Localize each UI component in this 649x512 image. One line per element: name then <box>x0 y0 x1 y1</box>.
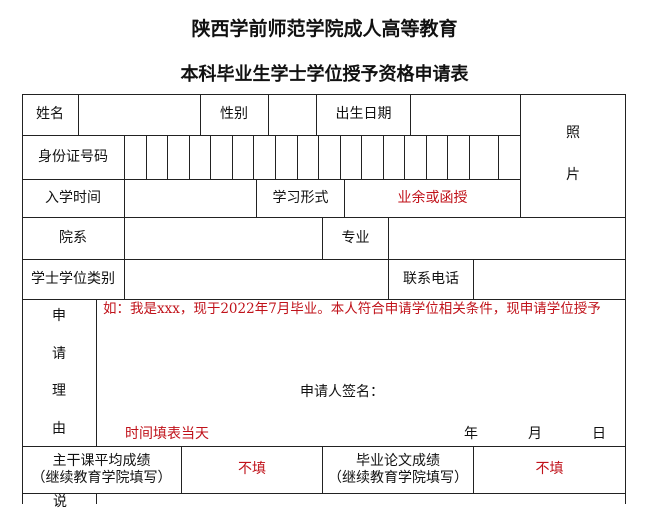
col-line <box>344 179 345 218</box>
enroll-time-label: 入学时间 <box>45 189 101 206</box>
col-line <box>316 94 317 136</box>
thesis-score-label: 毕业论文成绩 （继续教育学院填写） <box>323 447 473 493</box>
id-box-line <box>318 135 319 180</box>
id-box-line <box>275 135 276 180</box>
col-line <box>124 217 125 260</box>
id-box-line <box>426 135 427 180</box>
signature-label: 申请人签名： <box>300 384 384 401</box>
col-line <box>473 259 474 300</box>
row-line <box>22 179 520 180</box>
photo-label-char2: 片 <box>566 167 580 184</box>
bottom-partial-label: 说 <box>53 494 67 510</box>
department-input[interactable] <box>125 218 322 259</box>
enroll-time-input[interactable] <box>125 180 256 217</box>
birth-date-label: 出生日期 <box>335 106 392 123</box>
id-box-line <box>146 135 147 180</box>
study-form-label: 学习形式 <box>272 189 329 206</box>
year-label: 年 <box>464 426 478 443</box>
col-line <box>124 259 125 300</box>
id-box-line <box>361 135 362 180</box>
col-line <box>96 299 97 447</box>
row-line <box>22 299 626 300</box>
form-title-line2: 本科毕业生学士学位授予资格申请表 <box>180 64 469 85</box>
col-line <box>322 217 323 260</box>
thesis-score-value[interactable]: 不填 <box>535 461 564 478</box>
id-box-line <box>167 135 168 180</box>
phone-label: 联系电话 <box>403 270 459 287</box>
col-line <box>96 493 97 504</box>
photo-label-char1: 照 <box>566 125 580 142</box>
month-label: 月 <box>528 426 542 443</box>
degree-type-label: 学士学位类别 <box>31 270 115 287</box>
id-box-line <box>124 135 125 180</box>
reason-label: 申 请 理 由 <box>22 300 96 446</box>
form-title-line1: 陕西学前师范学院成人高等教育 <box>191 18 458 40</box>
reason-label-char: 请 <box>52 345 66 362</box>
gender-input[interactable] <box>269 95 316 135</box>
row-line <box>22 217 626 218</box>
col-line <box>200 94 201 136</box>
phone-input[interactable] <box>474 260 625 299</box>
col-line <box>124 179 125 218</box>
date-hint: 时间填表当天 <box>125 426 209 443</box>
id-box-line <box>447 135 448 180</box>
col-line <box>388 259 389 300</box>
id-number-label: 身份证号码 <box>38 148 108 165</box>
degree-type-input[interactable] <box>125 260 388 299</box>
id-box-line <box>498 135 499 180</box>
col-line <box>520 94 521 218</box>
id-box-line <box>404 135 405 180</box>
reason-label-char: 理 <box>52 383 66 399</box>
id-box-line <box>297 135 298 180</box>
row-line <box>22 135 520 136</box>
major-label: 专业 <box>341 229 370 246</box>
id-box-line <box>340 135 341 180</box>
col-line <box>268 94 269 136</box>
id-box-line <box>469 135 470 180</box>
id-box-line <box>383 135 384 180</box>
row-line <box>22 259 626 260</box>
col-line <box>473 446 474 494</box>
name-label: 姓名 <box>36 106 64 123</box>
col-line <box>78 94 79 136</box>
study-form-value[interactable]: 业余或函授 <box>397 189 468 206</box>
main-course-score-label-line2: （继续教育学院填写） <box>31 470 172 486</box>
major-input[interactable] <box>389 218 625 259</box>
col-line <box>322 446 323 494</box>
id-box-line <box>210 135 211 180</box>
col-line <box>256 179 257 218</box>
reason-label-char: 由 <box>52 420 66 437</box>
gender-label: 性别 <box>220 106 248 123</box>
row-line <box>22 446 626 447</box>
reason-label-char: 申 <box>52 308 66 324</box>
main-course-score-value[interactable]: 不填 <box>238 461 266 478</box>
id-box-line <box>253 135 254 180</box>
main-course-score-label: 主干课平均成绩 （继续教育学院填写） <box>22 447 181 493</box>
table-border <box>22 94 626 95</box>
birth-date-input[interactable] <box>411 95 520 135</box>
thesis-score-label-line1: 毕业论文成绩 <box>356 452 440 469</box>
department-label: 院系 <box>59 229 87 246</box>
col-line <box>410 94 411 136</box>
col-line <box>181 446 182 494</box>
row-line <box>22 493 626 494</box>
reason-example-text[interactable]: 如：我是xxx，现于2022年7月毕业。本人符合申请学位相关条件，现申请学位授予 <box>103 301 601 317</box>
id-box-line <box>189 135 190 180</box>
name-input[interactable] <box>79 95 200 135</box>
main-course-score-label-line1: 主干课平均成绩 <box>52 452 151 469</box>
id-box-line <box>232 135 233 180</box>
day-label: 日 <box>592 426 606 443</box>
col-line <box>388 217 389 260</box>
thesis-score-label-line2: （继续教育学院填写） <box>328 470 468 486</box>
